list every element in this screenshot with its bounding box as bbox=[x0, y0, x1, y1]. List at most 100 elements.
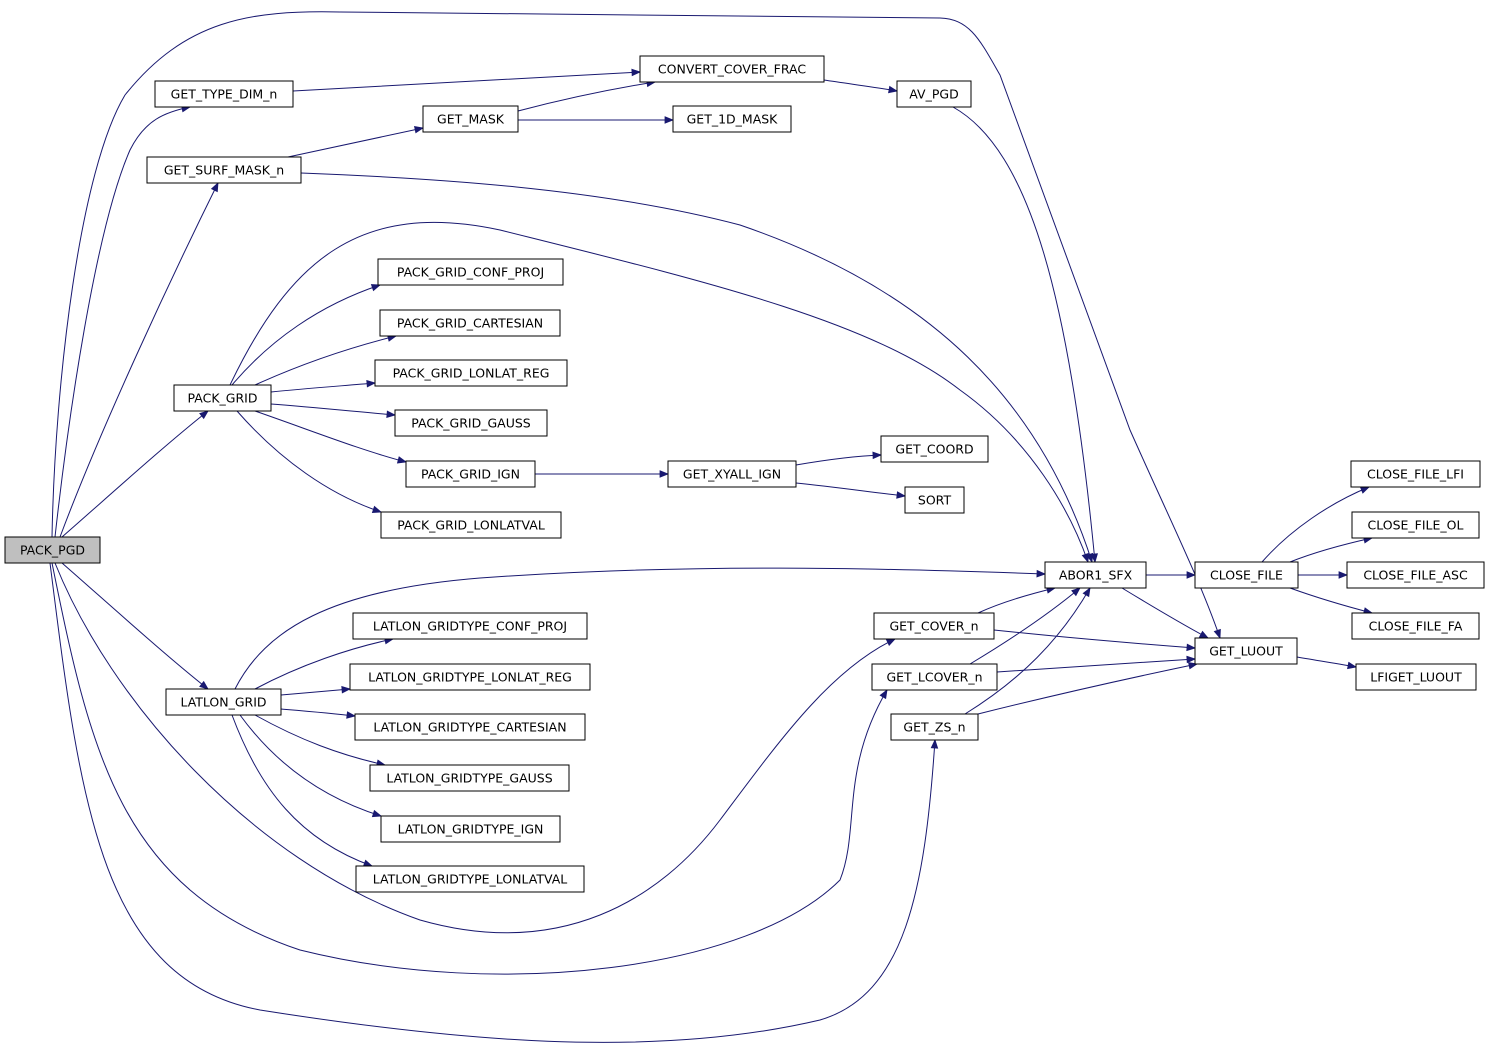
node-get-type-dim-n[interactable]: GET_TYPE_DIM_n bbox=[154, 80, 294, 108]
edge-pack-pgd-to-get-zs-n bbox=[49, 562, 935, 1043]
node-latlon-gridtype-ign[interactable]: LATLON_GRIDTYPE_IGN bbox=[380, 815, 561, 843]
edge-latlon-grid-to-latlon-gridtype-cartesian bbox=[280, 708, 355, 716]
node-label: CLOSE_FILE bbox=[1210, 568, 1283, 583]
node-latlon-gridtype-lonlat-reg[interactable]: LATLON_GRIDTYPE_LONLAT_REG bbox=[349, 663, 591, 691]
node-sort[interactable]: SORT bbox=[904, 486, 965, 514]
node-box bbox=[904, 486, 965, 514]
edge-get-cover-n-to-abor1-sfx bbox=[977, 588, 1055, 614]
edge-pack-pgd-to-get-luout bbox=[51, 11, 1220, 638]
edge-convert-cover-frac-to-av-pgd bbox=[823, 79, 897, 91]
edge-get-zs-n-to-get-luout bbox=[977, 664, 1197, 715]
node-pack-grid-gauss[interactable]: PACK_GRID_GAUSS bbox=[394, 409, 548, 437]
node-label: GET_COVER_n bbox=[889, 619, 978, 634]
node-box bbox=[1355, 663, 1477, 691]
node-box bbox=[422, 105, 519, 133]
node-get-1d-mask[interactable]: GET_1D_MASK bbox=[672, 105, 792, 133]
node-close-file-ol[interactable]: CLOSE_FILE_OL bbox=[1351, 511, 1480, 539]
node-box bbox=[1044, 561, 1147, 589]
node-label: GET_LCOVER_n bbox=[886, 670, 982, 685]
node-label: LATLON_GRIDTYPE_CONF_PROJ bbox=[373, 619, 567, 634]
node-close-file-asc[interactable]: CLOSE_FILE_ASC bbox=[1346, 561, 1485, 589]
edge-pack-pgd-to-get-cover-n bbox=[54, 562, 895, 934]
node-close-file-fa[interactable]: CLOSE_FILE_FA bbox=[1351, 612, 1480, 640]
edge-abor1-sfx-to-get-luout bbox=[1121, 587, 1208, 638]
node-box bbox=[405, 460, 536, 488]
node-label: ABOR1_SFX bbox=[1059, 568, 1133, 583]
node-lfiget-luout[interactable]: LFIGET_LUOUT bbox=[1355, 663, 1477, 691]
node-label: GET_ZS_n bbox=[903, 720, 965, 735]
node-box bbox=[890, 713, 979, 741]
node-label: PACK_GRID_CONF_PROJ bbox=[397, 265, 544, 280]
edge-get-xyall-ign-to-sort bbox=[795, 482, 905, 496]
node-label: PACK_GRID_LONLAT_REG bbox=[393, 366, 550, 381]
node-get-luout[interactable]: GET_LUOUT bbox=[1194, 637, 1298, 665]
edge-latlon-grid-to-abor1-sfx bbox=[234, 567, 1045, 690]
edge-pack-pgd-to-get-surf-mask-n bbox=[59, 183, 218, 538]
node-box bbox=[672, 105, 792, 133]
edge-pack-grid-to-pack-grid-lonlat-reg bbox=[270, 383, 375, 393]
edge-close-file-to-close-file-fa bbox=[1289, 587, 1372, 613]
node-pack-grid-ign[interactable]: PACK_GRID_IGN bbox=[405, 460, 536, 488]
node-label: PACK_GRID_IGN bbox=[421, 467, 520, 482]
edge-get-zs-n-to-abor1-sfx bbox=[964, 588, 1090, 715]
node-get-coord[interactable]: GET_COORD bbox=[880, 435, 989, 463]
node-box bbox=[146, 156, 302, 184]
edge-pack-pgd-to-get-lcover-n bbox=[51, 562, 887, 975]
node-convert-cover-frac[interactable]: CONVERT_COVER_FRAC bbox=[639, 55, 825, 83]
nodes-layer: PACK_PGD GET_TYPE_DIM_nGET_SURF_MASK_nPAC… bbox=[4, 55, 1485, 893]
node-label: LATLON_GRIDTYPE_GAUSS bbox=[386, 771, 552, 786]
edge-pack-grid-to-pack-grid-ign bbox=[254, 410, 406, 462]
node-label: GET_1D_MASK bbox=[687, 112, 779, 127]
node-label: CLOSE_FILE_OL bbox=[1368, 518, 1464, 533]
node-pack-grid-lonlatval[interactable]: PACK_GRID_LONLATVAL bbox=[380, 511, 562, 539]
node-box bbox=[394, 409, 548, 437]
node-latlon-grid[interactable]: LATLON_GRID bbox=[165, 688, 282, 716]
node-get-surf-mask-n[interactable]: GET_SURF_MASK_n bbox=[146, 156, 302, 184]
node-get-cover-n[interactable]: GET_COVER_n bbox=[873, 612, 995, 640]
edge-pack-grid-to-pack-grid-cartesian bbox=[254, 336, 396, 386]
edge-get-cover-n-to-get-luout bbox=[993, 629, 1195, 648]
node-latlon-gridtype-lonlatval[interactable]: LATLON_GRIDTYPE_LONLATVAL bbox=[355, 865, 585, 893]
node-label: LFIGET_LUOUT bbox=[1370, 670, 1462, 685]
node-label: PACK_GRID_CARTESIAN bbox=[397, 316, 543, 331]
node-get-zs-n[interactable]: GET_ZS_n bbox=[890, 713, 979, 741]
node-box bbox=[1194, 561, 1299, 589]
node-av-pgd[interactable]: AV_PGD bbox=[896, 80, 972, 108]
node-latlon-gridtype-gauss[interactable]: LATLON_GRIDTYPE_GAUSS bbox=[369, 764, 570, 792]
node-pack-pgd[interactable]: PACK_PGD bbox=[4, 536, 101, 564]
edge-latlon-grid-to-latlon-gridtype-lonlatval bbox=[231, 714, 372, 866]
node-label: PACK_GRID_GAUSS bbox=[411, 416, 530, 431]
node-pack-grid-lonlat-reg[interactable]: PACK_GRID_LONLAT_REG bbox=[374, 359, 568, 387]
node-pack-grid-cartesian[interactable]: PACK_GRID_CARTESIAN bbox=[379, 309, 561, 337]
node-label: LATLON_GRIDTYPE_CARTESIAN bbox=[373, 720, 566, 735]
node-box bbox=[379, 309, 561, 337]
edge-pack-pgd-to-get-type-dim-n bbox=[54, 107, 190, 538]
node-box bbox=[880, 435, 989, 463]
node-latlon-gridtype-cartesian[interactable]: LATLON_GRIDTYPE_CARTESIAN bbox=[354, 713, 586, 741]
edge-latlon-grid-to-latlon-gridtype-ign bbox=[239, 714, 381, 816]
node-label: LATLON_GRIDTYPE_IGN bbox=[398, 822, 544, 837]
node-label: PACK_PGD bbox=[20, 543, 85, 558]
node-latlon-gridtype-conf-proj[interactable]: LATLON_GRIDTYPE_CONF_PROJ bbox=[352, 612, 588, 640]
node-get-xyall-ign[interactable]: GET_XYALL_IGN bbox=[667, 460, 797, 488]
node-box bbox=[380, 511, 562, 539]
node-pack-grid-conf-proj[interactable]: PACK_GRID_CONF_PROJ bbox=[377, 258, 564, 286]
node-label: CONVERT_COVER_FRAC bbox=[658, 62, 806, 77]
node-close-file[interactable]: CLOSE_FILE bbox=[1194, 561, 1299, 589]
node-get-lcover-n[interactable]: GET_LCOVER_n bbox=[871, 663, 998, 691]
node-box bbox=[369, 764, 570, 792]
edge-close-file-to-close-file-ol bbox=[1289, 538, 1372, 563]
node-pack-grid[interactable]: PACK_GRID bbox=[173, 384, 272, 412]
node-abor1-sfx[interactable]: ABOR1_SFX bbox=[1044, 561, 1147, 589]
node-label: GET_MASK bbox=[437, 112, 505, 127]
edge-pack-grid-to-abor1-sfx bbox=[229, 221, 1088, 562]
node-label: CLOSE_FILE_LFI bbox=[1367, 467, 1464, 482]
node-box bbox=[667, 460, 797, 488]
node-get-mask[interactable]: GET_MASK bbox=[422, 105, 519, 133]
node-box bbox=[1351, 511, 1480, 539]
node-close-file-lfi[interactable]: CLOSE_FILE_LFI bbox=[1350, 460, 1481, 488]
node-box bbox=[165, 688, 282, 716]
edge-av-pgd-to-abor1-sfx bbox=[952, 106, 1095, 562]
node-box bbox=[639, 55, 825, 83]
node-label: PACK_GRID_LONLATVAL bbox=[397, 518, 545, 533]
